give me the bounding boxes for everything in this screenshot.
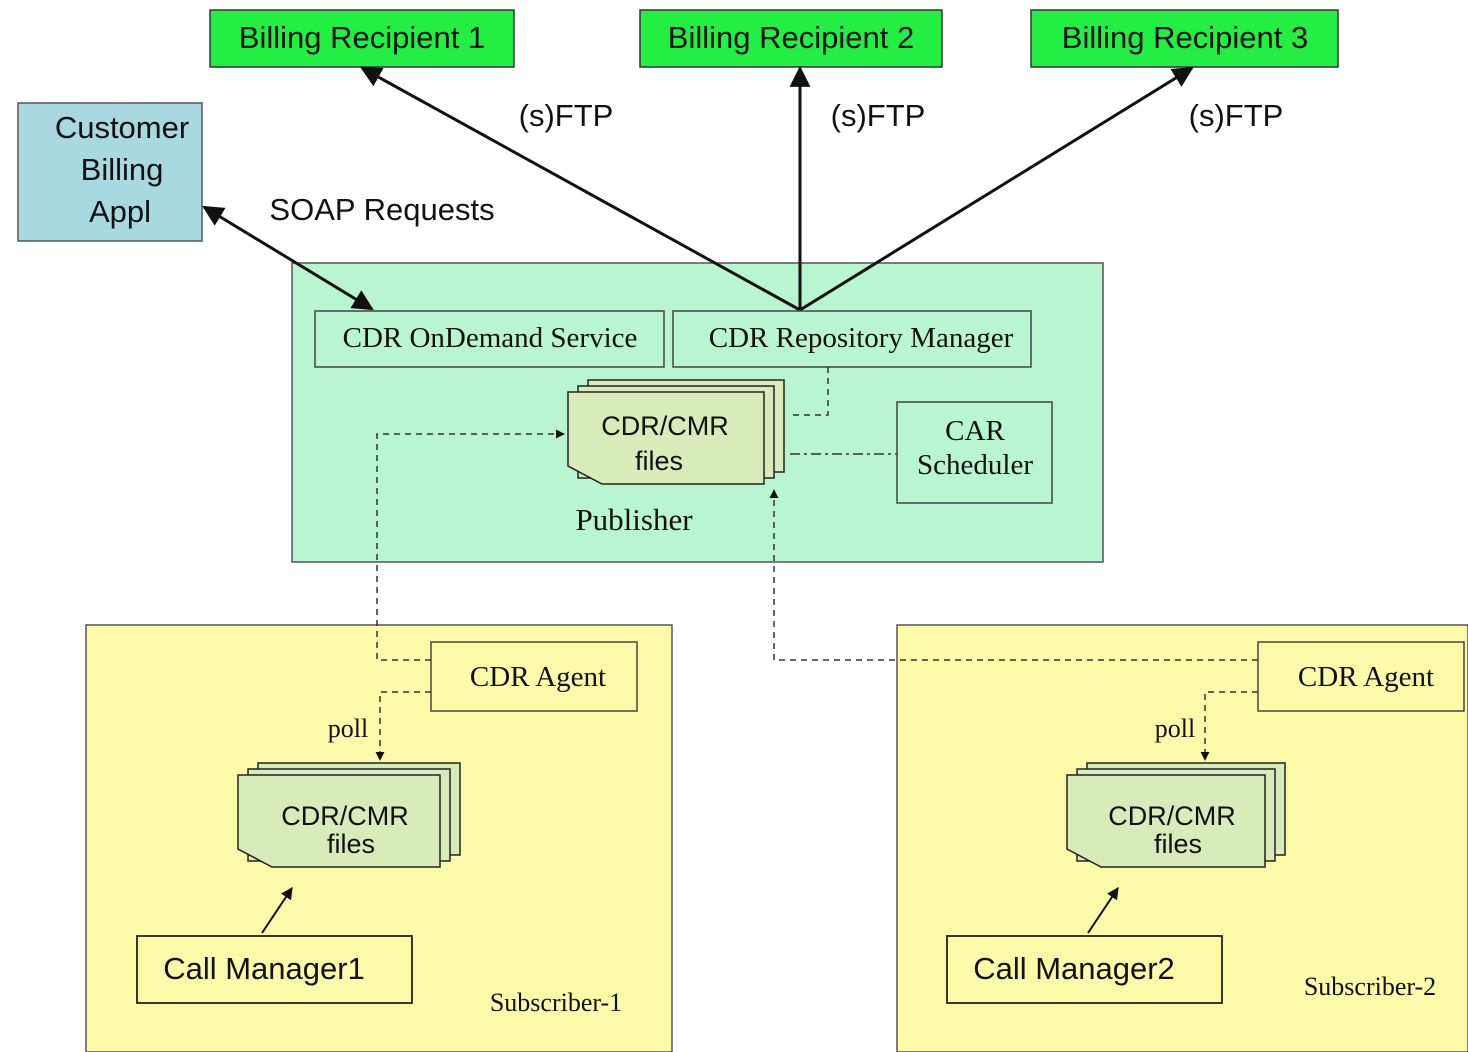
customer-billing-line2: Billing <box>81 152 164 187</box>
call-manager-2: Call Manager2 <box>946 935 1223 1004</box>
ftp-label-2: (s)FTP <box>831 98 926 133</box>
call-manager-2-write-arrow <box>1087 887 1119 934</box>
cdr-ondemand-service: CDR OnDemand Service <box>314 310 665 368</box>
billing-recipient-3-label: Billing Recipient 3 <box>1062 20 1308 55</box>
subscriber-2-files-stack: CDR/CMR files <box>1066 762 1286 868</box>
publisher-files-stack: CDR/CMR files <box>567 379 785 485</box>
publisher-label: Publisher <box>575 502 693 537</box>
repo-to-files-connector <box>790 367 829 416</box>
car-scheduler: CAR Scheduler <box>896 401 1053 504</box>
car-scheduler-line1: CAR <box>945 415 1005 447</box>
agent1-upload-connector <box>376 429 565 661</box>
cdr-repository-manager-label: CDR Repository Manager <box>709 322 1014 354</box>
call-manager-1-label: Call Manager1 <box>163 951 365 986</box>
subscriber-1-files-line1: CDR/CMR <box>281 801 409 831</box>
billing-recipient-2-label: Billing Recipient 2 <box>668 20 914 55</box>
billing-recipient-3: Billing Recipient 3 <box>1030 9 1339 68</box>
customer-billing-line3: Appl <box>89 194 151 229</box>
car-scheduler-line2: Scheduler <box>917 449 1033 481</box>
agent2-upload-connector <box>769 489 1258 661</box>
subscriber-2-files-line2: files <box>1154 829 1202 859</box>
publisher-files-line1: CDR/CMR <box>601 411 729 441</box>
call-manager-2-label: Call Manager2 <box>973 951 1175 986</box>
ftp-arrow-1 <box>360 66 801 312</box>
subscriber-2-agent-label: CDR Agent <box>1298 661 1434 693</box>
subscriber-1-poll-connector <box>375 691 431 761</box>
subscriber-1-label: Subscriber-1 <box>490 988 622 1017</box>
cdr-ondemand-service-label: CDR OnDemand Service <box>343 322 638 354</box>
subscriber-2-files-line1: CDR/CMR <box>1108 801 1236 831</box>
billing-recipient-1: Billing Recipient 1 <box>209 9 515 68</box>
soap-arrow <box>202 205 374 311</box>
cdr-repository-manager: CDR Repository Manager <box>672 310 1032 368</box>
call-manager-1-write-arrow <box>261 887 293 934</box>
soap-label: SOAP Requests <box>269 192 494 227</box>
call-manager-1: Call Manager1 <box>136 935 413 1004</box>
subscriber-1-poll-label: poll <box>328 714 368 743</box>
subscriber-1-agent: CDR Agent <box>430 641 638 712</box>
billing-recipient-2: Billing Recipient 2 <box>639 9 943 68</box>
subscriber-2-agent: CDR Agent <box>1257 641 1465 712</box>
subscriber-1-files-line2: files <box>327 829 375 859</box>
ftp-label-1: (s)FTP <box>519 98 614 133</box>
subscriber-1-files-stack: CDR/CMR files <box>237 762 461 868</box>
subscriber-2-label: Subscriber-2 <box>1304 972 1436 1001</box>
ftp-label-3: (s)FTP <box>1189 98 1284 133</box>
customer-billing-line1: Customer <box>55 110 189 145</box>
subscriber-1-agent-label: CDR Agent <box>470 661 606 693</box>
ftp-arrow-3 <box>799 66 1194 312</box>
customer-billing-appl: Customer Billing Appl <box>17 102 203 242</box>
publisher-files-line2: files <box>635 446 683 476</box>
subscriber-2-poll-label: poll <box>1155 714 1195 743</box>
billing-recipient-1-label: Billing Recipient 1 <box>239 20 485 55</box>
